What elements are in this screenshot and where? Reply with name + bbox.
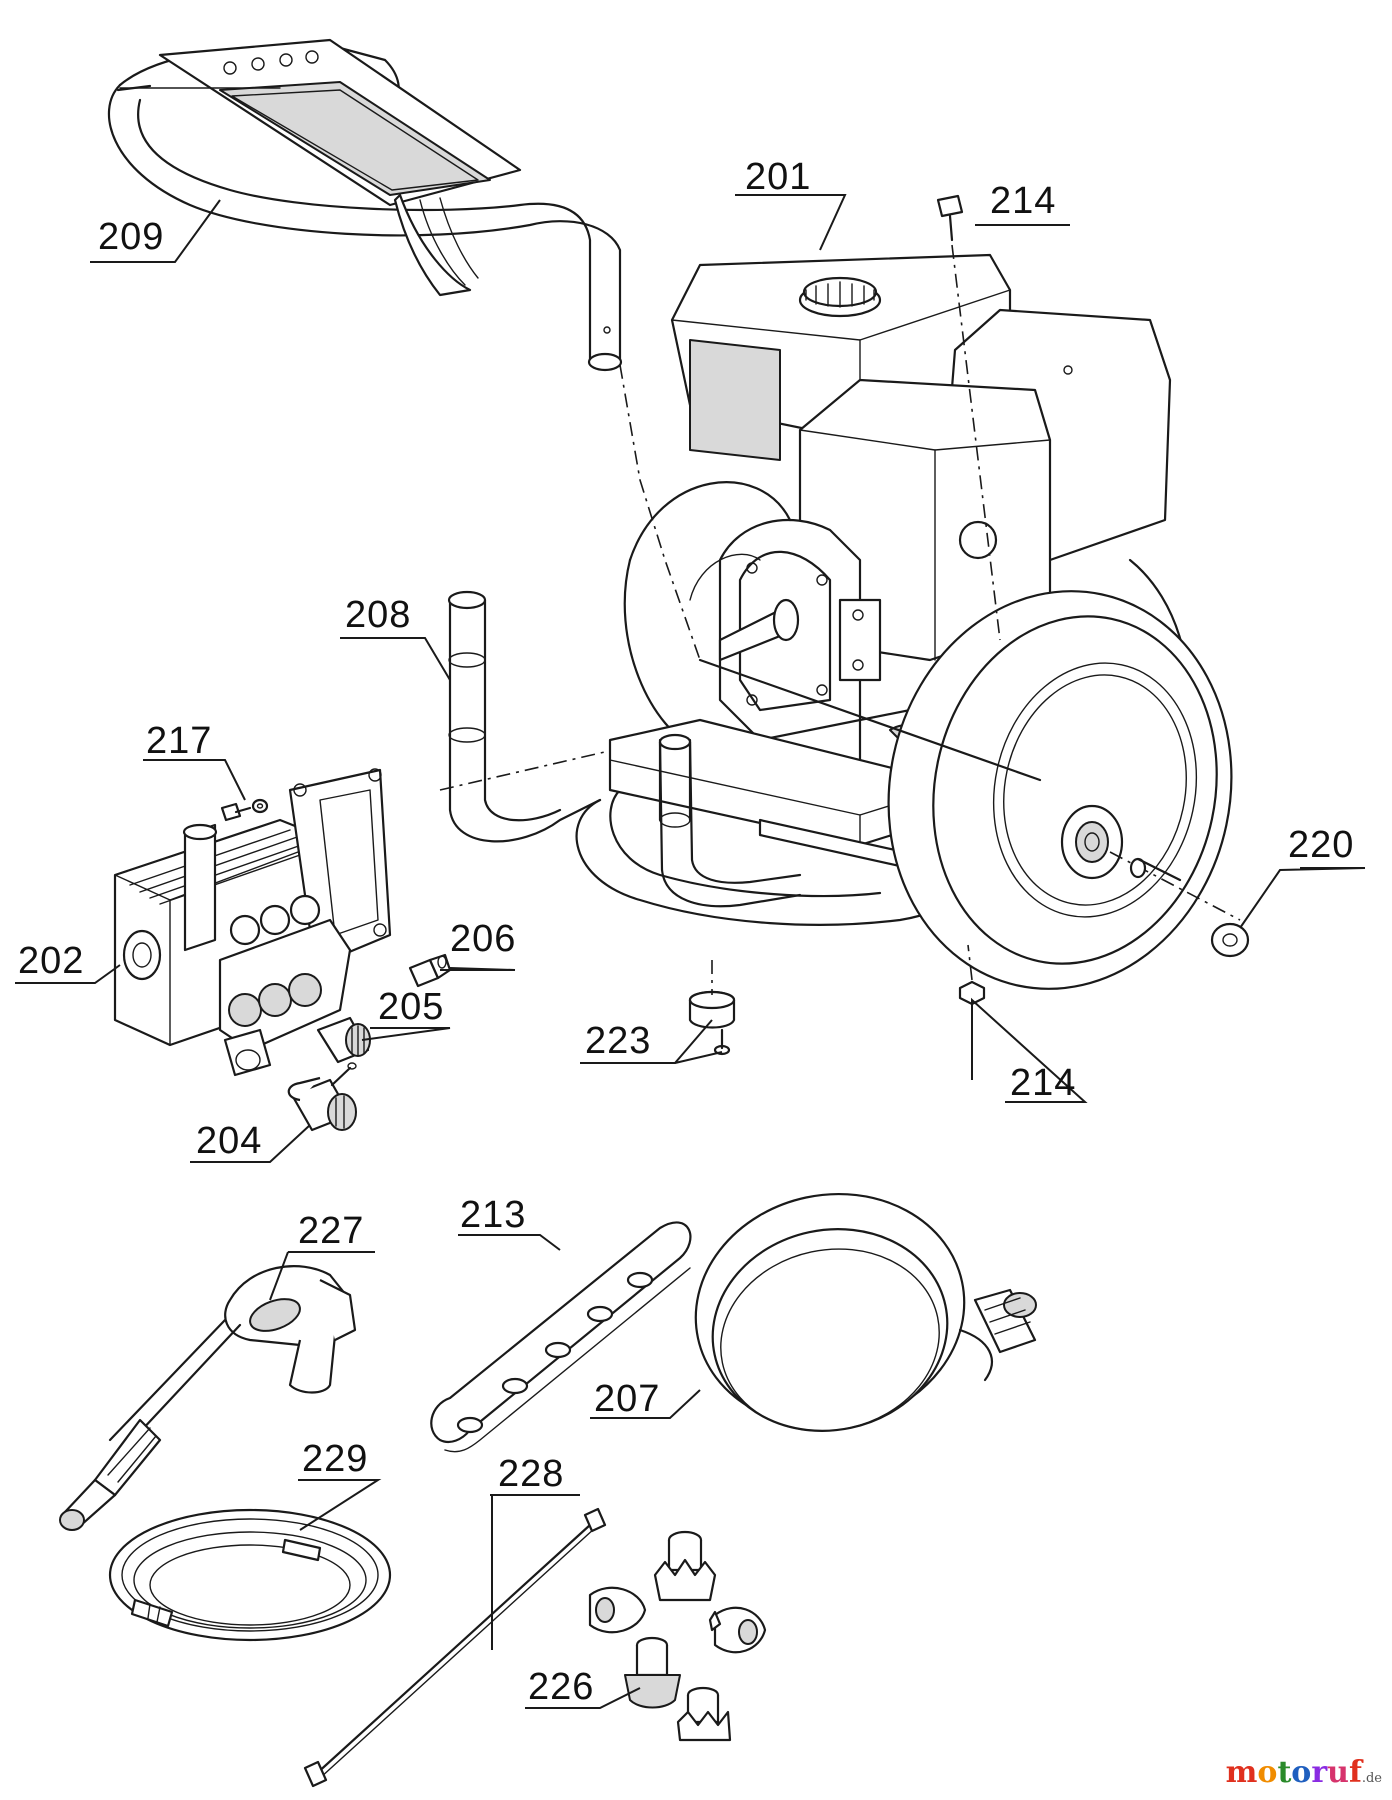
watermark-letter: u xyxy=(1327,1755,1349,1790)
part-label-206: 206 xyxy=(450,918,517,960)
part-label-201: 201 xyxy=(745,156,812,198)
frame-with-wheels xyxy=(575,194,1250,1056)
wand-228 xyxy=(303,1507,607,1788)
bolt-217 xyxy=(220,798,269,822)
watermark-letter: r xyxy=(1311,1755,1328,1790)
part-label-209: 209 xyxy=(98,216,165,258)
motoruf-watermark-logo: motoruf.de xyxy=(1226,1755,1382,1790)
part-label-213: 213 xyxy=(460,1194,527,1236)
part-label-229: 229 xyxy=(302,1438,369,1480)
part-label-228: 228 xyxy=(498,1453,565,1495)
part-label-223: 223 xyxy=(585,1020,652,1062)
part-label-217: 217 xyxy=(146,720,213,762)
leader-lines xyxy=(15,194,1366,1709)
watermark-letter: o xyxy=(1257,1755,1278,1790)
watermark-letter: m xyxy=(1225,1755,1258,1790)
part-label-204: 204 xyxy=(196,1120,263,1162)
bracket-213 xyxy=(430,1221,692,1453)
assembly-line xyxy=(619,364,701,661)
hose-229 xyxy=(108,1508,392,1642)
watermark-letter: o xyxy=(1291,1755,1312,1790)
part-label-202: 202 xyxy=(18,940,85,982)
pump-202 xyxy=(113,768,392,1077)
hose-207 xyxy=(694,1192,1037,1432)
part-label-208: 208 xyxy=(345,594,412,636)
part-label-214-bottom: 214 xyxy=(1010,1062,1077,1104)
watermark-letter: t xyxy=(1277,1755,1292,1790)
spray-gun-227 xyxy=(59,1265,357,1531)
handle-tube-208 xyxy=(447,590,602,843)
watermark-letter: f xyxy=(1348,1755,1362,1790)
coupler-205 xyxy=(316,1016,371,1064)
part-label-226: 226 xyxy=(528,1666,595,1708)
engine-201 xyxy=(670,253,1172,792)
part-label-220: 220 xyxy=(1288,824,1355,866)
fitting-204 xyxy=(287,1062,357,1132)
fitting-206 xyxy=(408,953,452,988)
watermark-suffix: .de xyxy=(1361,1771,1382,1786)
part-label-205: 205 xyxy=(378,986,445,1028)
nozzles-226 xyxy=(588,1530,767,1742)
part-label-227: 227 xyxy=(298,1210,365,1252)
handle-209 xyxy=(107,38,623,372)
part-label-207: 207 xyxy=(594,1378,661,1420)
part-label-214-top: 214 xyxy=(990,180,1057,222)
